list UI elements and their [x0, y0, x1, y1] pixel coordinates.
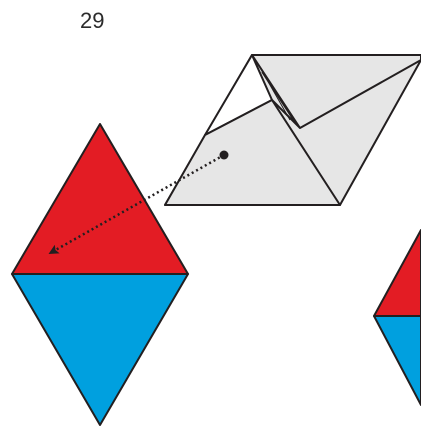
rhombus-upper-flap [251, 54, 421, 129]
crease-line-3 [257, 63, 291, 121]
diamond-bottom-blue [11, 273, 189, 426]
rhombus-front-flap [164, 99, 341, 206]
partial-diamond [373, 229, 421, 406]
page-number: 29 [80, 8, 105, 33]
partial-diamond-top-red [373, 229, 421, 317]
folded-rhombus [164, 54, 421, 206]
move-arrow-icon [48, 150, 229, 254]
partial-diamond-bottom-blue [373, 315, 421, 406]
red-blue-diamond [11, 123, 189, 426]
diamond-top-red [11, 123, 189, 275]
